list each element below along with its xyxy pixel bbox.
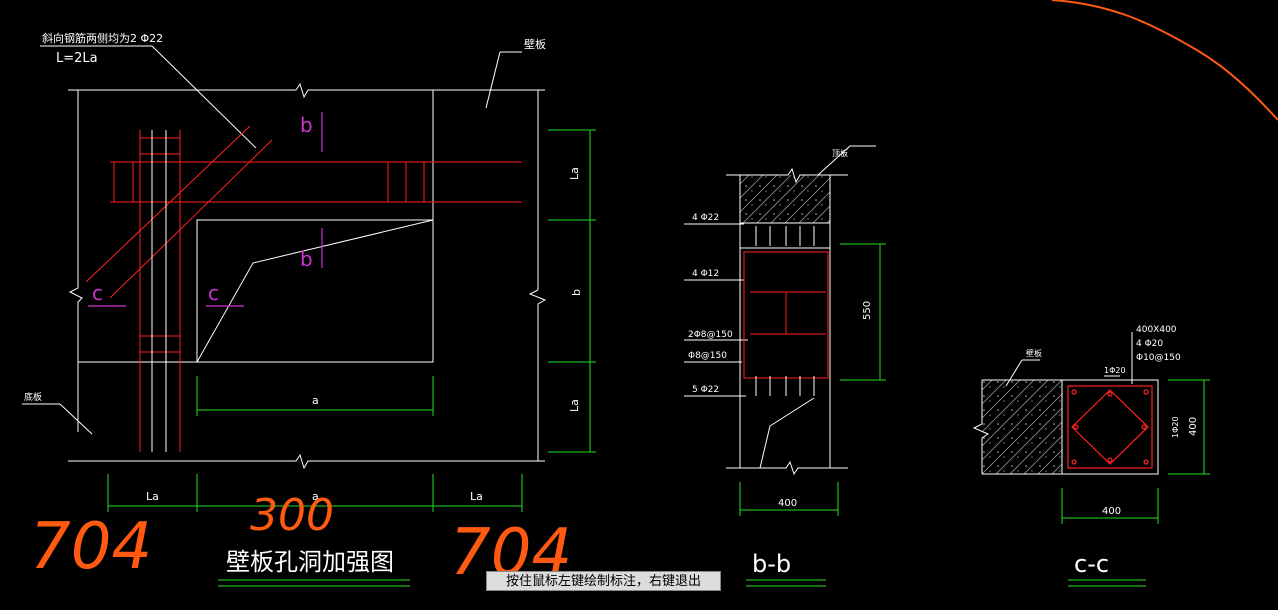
- bb-dim-height: 550: [862, 301, 873, 320]
- cc-wall-label: 壁板: [1026, 348, 1042, 358]
- section-mark-b-top: b: [300, 113, 313, 137]
- bottom-label: 底板: [24, 391, 42, 403]
- main-column-lines: [151, 130, 167, 452]
- cc-spec-main: 4 Φ20: [1136, 339, 1163, 349]
- bb-rebar-5: 5 Φ22: [692, 385, 719, 395]
- bb-top-label: 顶板: [832, 148, 848, 158]
- dim-a-bottom: a: [312, 490, 319, 503]
- dim-la-right-top: La: [568, 167, 581, 180]
- handwritten-middle: 300: [250, 490, 334, 541]
- cc-spec-side: 1Φ20: [1171, 416, 1180, 438]
- cc-dim-width: 400: [1102, 506, 1121, 517]
- cc-spec-size: 400X400: [1136, 325, 1177, 335]
- bb-rebar-1: 4 Φ22: [692, 213, 719, 223]
- handwritten-left: 704: [30, 510, 152, 584]
- rebar-length: L=2La: [56, 51, 98, 66]
- main-dimensions: [107, 129, 596, 587]
- dim-la-right-bottom: La: [568, 399, 581, 412]
- bb-rebar-2: 4 Φ12: [692, 269, 719, 279]
- freehand-stroke: [1051, 0, 1278, 121]
- main-view-title: 壁板孔洞加强图: [226, 548, 394, 576]
- section-cc: [972, 332, 1210, 587]
- section-mark-c-right: c: [208, 281, 219, 305]
- bb-rebar-3: 2Φ8@150: [688, 330, 733, 340]
- command-hint-tooltip: 按住鼠标左键绘制标注，右键退出: [486, 571, 721, 591]
- section-marks: [88, 112, 323, 307]
- section-mark-b-bottom: b: [300, 247, 313, 271]
- dim-la-bottom-right: La: [470, 490, 483, 503]
- cc-spec-top: 1Φ20: [1104, 366, 1126, 375]
- cc-spec-stirrup: Φ10@150: [1136, 353, 1181, 363]
- bb-rebar-4: Φ8@150: [688, 351, 727, 361]
- wall-label: 壁板: [524, 37, 546, 51]
- section-cc-title: c-c: [1074, 550, 1109, 578]
- dim-b-right: b: [570, 289, 583, 296]
- section-bb-title: b-b: [752, 550, 791, 578]
- section-bb: [684, 145, 886, 587]
- cc-dim-height: 400: [1188, 417, 1199, 436]
- section-mark-c-left: c: [92, 281, 103, 305]
- main-rebars: [85, 125, 522, 452]
- dim-la-bottom-left: La: [146, 490, 159, 503]
- main-view: [22, 45, 547, 470]
- bb-dim-width: 400: [778, 498, 797, 509]
- rebar-note: 斜向钢筋两侧均为2 Φ22: [42, 31, 163, 45]
- dim-a-opening: a: [312, 394, 319, 407]
